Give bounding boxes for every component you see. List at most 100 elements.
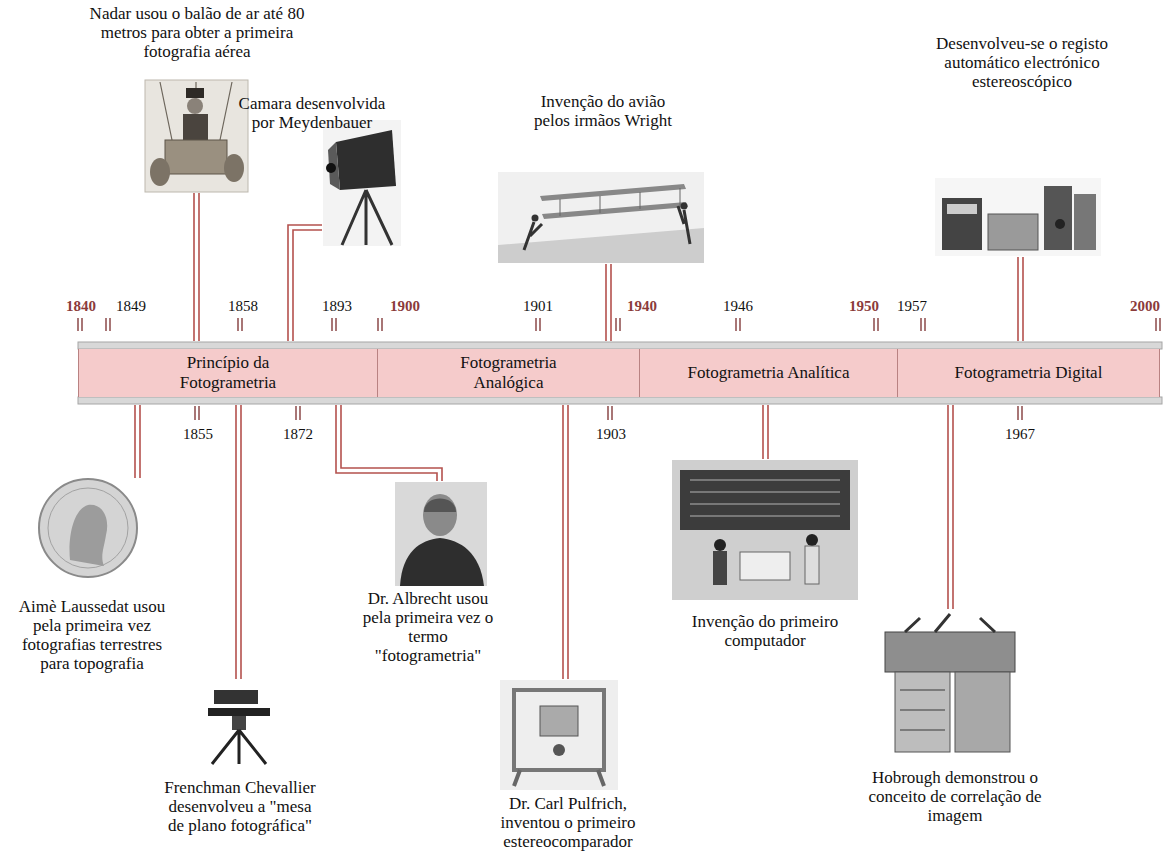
machine-top xyxy=(885,632,1015,672)
tick xyxy=(238,318,242,331)
photo-ground xyxy=(672,460,858,600)
photo-ground xyxy=(500,680,618,790)
frame xyxy=(514,690,604,770)
year-label: 1940 xyxy=(627,298,657,315)
leader-line xyxy=(236,405,241,679)
camera-lens xyxy=(326,163,336,173)
year-label: 1946 xyxy=(723,298,753,315)
leader-line xyxy=(336,405,442,481)
leader-lines xyxy=(135,193,1023,679)
event-caption-box: Invenção do avião pelos irmãos Wright xyxy=(528,92,678,130)
computer-photo xyxy=(672,460,858,600)
panels xyxy=(680,470,850,530)
leader-line xyxy=(563,405,568,679)
tripod xyxy=(342,190,392,245)
year-label: 1840 xyxy=(66,298,96,315)
table xyxy=(208,708,270,716)
photo-ground xyxy=(498,172,704,263)
cabinet xyxy=(1074,194,1096,250)
tick xyxy=(874,318,878,331)
event-caption-box: Desenvolveu-se o registo automático elec… xyxy=(930,34,1115,91)
camera-photo xyxy=(323,120,401,246)
year-label: 1901 xyxy=(523,298,553,315)
coat xyxy=(400,538,484,586)
head xyxy=(681,203,688,210)
photo-ground xyxy=(875,612,1025,762)
hair xyxy=(424,499,456,513)
event-caption: Invenção do primeiro computador xyxy=(685,612,845,650)
head xyxy=(187,98,203,114)
year-box: 1903 xyxy=(596,426,626,443)
correlator-photo xyxy=(875,612,1025,762)
year-label: 1858 xyxy=(228,298,258,315)
profile xyxy=(70,505,108,566)
leader-line xyxy=(135,405,140,478)
event-caption: Invenção do avião pelos irmãos Wright xyxy=(528,92,678,130)
cabinet xyxy=(895,672,950,752)
year-box: 2000 xyxy=(1130,298,1160,315)
event-caption: Aimè Laussedat usou pela primeira vez fo… xyxy=(6,597,178,673)
photo-ground xyxy=(323,120,401,246)
cabinet xyxy=(942,198,982,250)
tick xyxy=(195,406,199,420)
year-box: 1967 xyxy=(1005,426,1035,443)
drawers xyxy=(900,690,945,730)
balloon-photo xyxy=(145,80,248,192)
struts xyxy=(560,188,680,216)
year-box: 1858 xyxy=(228,298,258,315)
leader-line xyxy=(763,405,768,459)
bar-strip xyxy=(78,342,1162,349)
event-caption-box: Hobrough demonstrou o conceito de correl… xyxy=(860,768,1050,825)
camera-box xyxy=(336,130,396,190)
photo-ground xyxy=(395,482,487,586)
event-caption-box: Dr. Albrecht usou pela primeira vez o te… xyxy=(361,589,496,665)
period-name: Fotogrametria Digital xyxy=(955,363,1103,383)
year-box: 1840 xyxy=(66,298,96,315)
person xyxy=(713,551,727,585)
photo-ground xyxy=(935,178,1101,256)
photo-ground xyxy=(198,680,282,766)
medallion-photo xyxy=(39,479,137,577)
tick xyxy=(78,318,82,331)
eyepieces xyxy=(905,614,995,632)
event-caption: Dr. Carl Pulfrich, inventou o primeiro e… xyxy=(493,794,643,851)
year-box: 1957 xyxy=(897,298,927,315)
panel xyxy=(947,204,977,214)
legs xyxy=(514,770,604,786)
tick xyxy=(736,318,740,331)
people xyxy=(524,206,690,250)
panel-rows xyxy=(690,480,840,516)
year-box: 1901 xyxy=(523,298,553,315)
hat xyxy=(186,88,204,98)
event-caption: Frenchman Chevallier desenvolveu a "mesa… xyxy=(163,778,318,835)
cabinet xyxy=(955,672,1010,752)
year-label: 1900 xyxy=(390,298,420,315)
year-box: 1849 xyxy=(116,298,146,315)
operator xyxy=(1055,219,1065,229)
event-caption: Hobrough demonstrou o conceito de correl… xyxy=(860,768,1050,825)
period-band: Fotogrametria Digital xyxy=(898,349,1160,397)
tick xyxy=(1018,406,1022,420)
year-box: 1946 xyxy=(723,298,753,315)
sandbag xyxy=(150,158,170,186)
person xyxy=(714,539,726,551)
leader-line xyxy=(194,193,199,341)
period-name: Fotogrametria Analítica xyxy=(688,363,850,383)
year-ticks xyxy=(78,318,1160,420)
event-caption: Dr. Albrecht usou pela primeira vez o te… xyxy=(361,589,496,665)
event-caption: Camara desenvolvida por Meydenbauer xyxy=(235,94,390,132)
cabinet xyxy=(1044,186,1072,250)
event-caption: Desenvolveu-se o registo automático elec… xyxy=(930,34,1115,91)
period-name: Fotogrametria Analógica xyxy=(444,353,574,392)
year-box: 1950 xyxy=(849,298,879,315)
telescope xyxy=(214,690,258,704)
event-caption-box: Invenção do primeiro computador xyxy=(685,612,845,650)
period-name: Princípio da Fotogrametria xyxy=(163,353,293,392)
leader-line xyxy=(1018,257,1023,341)
sandbag xyxy=(224,154,244,182)
event-caption-box: Frenchman Chevallier desenvolveu a "mesa… xyxy=(163,778,318,835)
head xyxy=(532,215,539,222)
tick xyxy=(296,406,300,420)
year-label: 1967 xyxy=(1005,426,1035,443)
